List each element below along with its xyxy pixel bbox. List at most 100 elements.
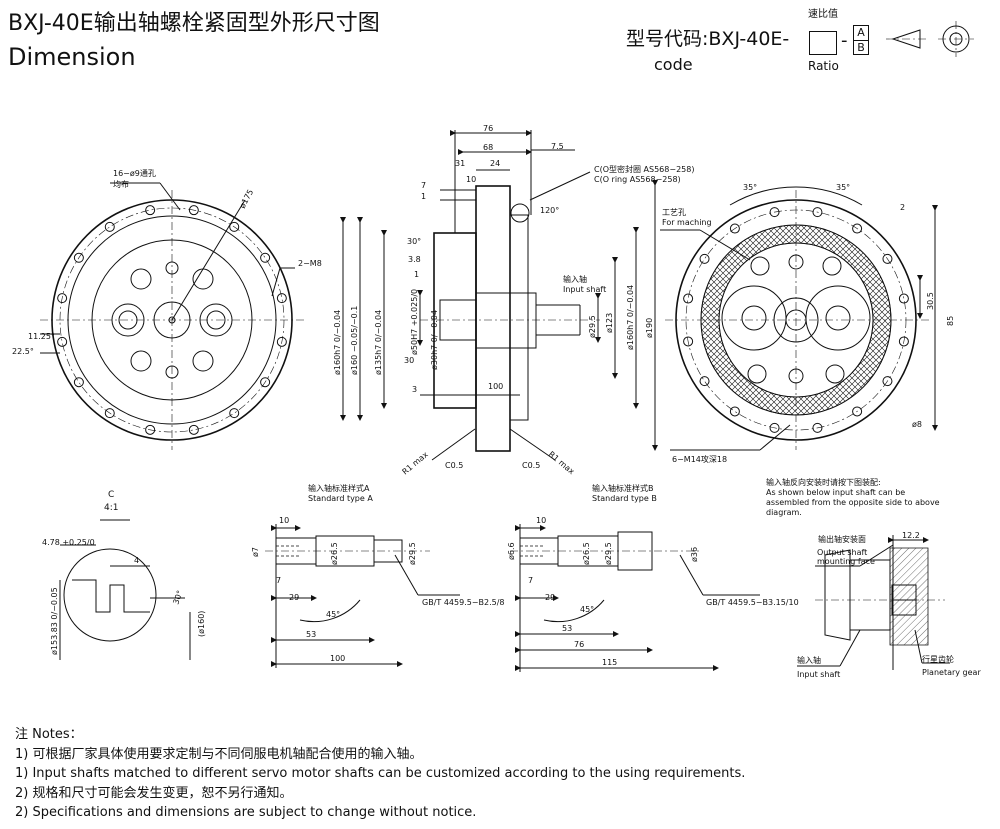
input-shaft-cn: 输入轴	[563, 274, 587, 284]
notes-heading: 注 Notes：	[15, 727, 83, 742]
dim-68: 68	[483, 143, 493, 152]
detail-c-dia2: (ø160)	[197, 611, 206, 637]
dim-3: 3	[412, 385, 417, 394]
detail-c-dia1: ø153.83 0/−0.05	[50, 587, 59, 655]
shaft-b-dim-7: 7	[528, 576, 533, 585]
bolt-hole	[229, 408, 240, 419]
shaft-b-dim-76: 76	[574, 640, 584, 649]
back-angle-right: 35°	[836, 183, 850, 192]
back-dim-85: 85	[946, 316, 955, 326]
detail-c-view	[59, 519, 191, 660]
bolt-hole	[769, 422, 780, 433]
dim-31: 31	[455, 159, 465, 168]
detail-c-title: C	[108, 490, 114, 500]
mount-face-cn: 输出轴安装面	[818, 534, 866, 544]
angle-label-2: 22.5°	[12, 347, 34, 356]
bolt-hole	[57, 336, 68, 347]
reverse-note-cn: 输入轴反向安装时请按下图装配:	[766, 477, 881, 487]
angle-30: 30°	[407, 237, 421, 246]
shaft-b-dia-26-5: ø26.5	[582, 542, 591, 565]
holes-note: 16−ø9通孔	[113, 168, 156, 178]
dia-190: ø190	[645, 318, 654, 338]
dim-30: 30	[404, 356, 414, 365]
title-english: Dimension	[8, 43, 136, 71]
shaft-b-key: GB/T 4459.5−B3.15/10	[706, 598, 799, 607]
bolt-hole	[852, 406, 863, 417]
bolt-hole	[882, 253, 893, 264]
back-view	[660, 186, 938, 451]
dia-160: ø160 −0.05/−0.1	[350, 306, 359, 375]
bolt-hole	[188, 424, 199, 435]
reverse-assembly-view	[797, 535, 950, 670]
angle-120: 120°	[540, 206, 559, 215]
dia-135h7: ø135h7 0/−0.04	[374, 310, 383, 375]
shaft-a-angle: 45°	[326, 610, 340, 619]
dia-30h7: ø30h7 0/−0.04	[430, 310, 439, 370]
shaft-a-title-en: Standard type A	[308, 494, 373, 503]
bolt-hole	[729, 406, 740, 417]
bolt-hole	[229, 221, 240, 232]
note-1-cn: 1) 可根据厂家具体使用要求定制与不同伺服电机轴配合使用的输入轴。	[15, 746, 423, 762]
bolt-hole	[729, 223, 740, 234]
shaft-a-dia-7: ø7	[251, 547, 260, 557]
title-chinese: BXJ-40E输出轴螺栓紧固型外形尺寸图	[8, 11, 380, 36]
model-code-english: code	[654, 55, 693, 74]
projection-symbol-icon	[886, 21, 974, 57]
model-code-label: 型号代码:BXJ-40E-	[626, 28, 790, 50]
shaft-b-dia-29-5: ø29.5	[604, 542, 613, 565]
bolt-hole	[683, 336, 694, 347]
shaft-a-key: GB/T 4459.5−B2.5/8	[422, 598, 505, 607]
bolt-hole	[812, 207, 823, 218]
shaft-b-view	[510, 524, 760, 672]
bolt-hole	[699, 376, 710, 387]
dim-7-5: 7.5	[551, 142, 564, 151]
detail-c-scale: 4:1	[104, 503, 118, 513]
bolt-hole	[769, 207, 780, 218]
dim-1-top: 1	[421, 192, 426, 201]
back-angle-left: 35°	[743, 183, 757, 192]
input-shaft-en: Input shaft	[563, 285, 606, 294]
dim-3-8: 3.8	[408, 255, 421, 264]
shaft-a-dia-26-5: ø26.5	[330, 542, 339, 565]
ratio-box	[809, 31, 837, 55]
machining-en: For maching	[662, 218, 712, 227]
type-a-label: A	[854, 26, 868, 41]
shaft-a-dim-53: 53	[306, 630, 316, 639]
shaft-a-dim-100: 100	[330, 654, 345, 663]
bolt-hole	[812, 422, 823, 433]
bolt-hole	[188, 205, 199, 216]
side-view	[340, 130, 658, 461]
code-dash: -	[841, 30, 848, 51]
dia-123: ø123	[605, 313, 614, 333]
shaft-b-title-en: Standard type B	[592, 494, 657, 503]
bolt-hole	[852, 223, 863, 234]
bolt-hole	[260, 252, 271, 263]
shaft-b-dim-115: 115	[602, 658, 617, 667]
bolt-hole	[882, 376, 893, 387]
shaft-b-dia-6-6: ø6.6	[507, 542, 516, 560]
dia-29-5: ø29.5	[588, 315, 597, 338]
assembly-input-en: Input shaft	[797, 670, 840, 679]
dim-1: 1	[414, 270, 419, 279]
planetary-gear-en: Planetary gear	[922, 668, 981, 677]
notes-section: 注 Notes： 1) 可根据厂家具体使用要求定制与不同伺服电机轴配合使用的输入…	[15, 725, 745, 823]
shaft-a-dim-10: 10	[279, 516, 289, 525]
shaft-a-dia-29-5: ø29.5	[408, 542, 417, 565]
back-tap: 6−M14攻深18	[672, 454, 727, 464]
ratio-label-english: Ratio	[808, 59, 839, 73]
detail-c-dim1: 4.78 +0.25/0	[42, 538, 95, 547]
ratio-label-chinese: 速比值	[808, 9, 838, 20]
back-dim-30-5: 30.5	[926, 292, 935, 310]
shaft-a-title-cn: 输入轴标准样式A	[308, 483, 370, 493]
c05-left: C0.5	[445, 461, 463, 470]
dim-7: 7	[421, 181, 426, 190]
detail-c-dim2: 4	[134, 556, 139, 565]
r1-right: R1 max	[547, 450, 576, 477]
bolt-hole	[683, 293, 694, 304]
bolt-hole	[260, 377, 271, 388]
seal-cn: C(O型密封圈 AS568−258)	[594, 164, 694, 174]
r1-left: R1 max	[401, 450, 430, 477]
dia-50H7: ø50H7 +0.025/0	[410, 289, 419, 355]
reverse-note-en-3: diagram.	[766, 508, 802, 517]
